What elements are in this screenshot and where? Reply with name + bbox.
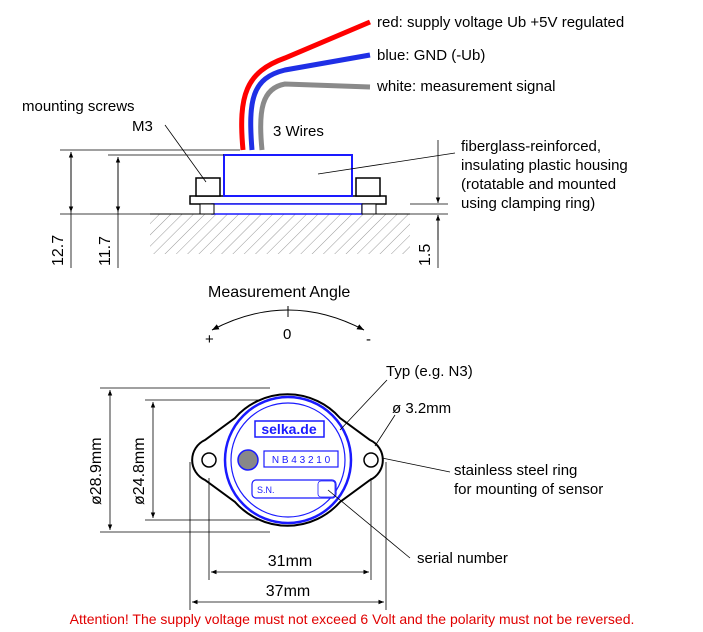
serial-box [251,479,337,499]
angle-title: Measurement Angle [208,284,350,301]
screws-label-line1: mounting screws [22,98,135,115]
housing-label-line4: using clamping ring) [461,195,595,212]
sensor-element-icon [237,449,259,471]
screws-label-line2: M3 [132,118,153,135]
dim-base-height: 1.5 [417,244,434,266]
sensor-top-view: selka.de N B 4 3 2 1 0 S.N. [191,393,384,527]
ring-label-line1: stainless steel ring [454,462,577,479]
model-text: N B 4 3 2 1 0 [272,455,331,466]
dim-body-height: 11.7 [97,236,114,266]
housing [223,154,353,197]
model-box [263,450,339,468]
left-mounting-hole [201,452,217,468]
dim-total-height: 12.7 [50,235,67,266]
wire-count-label: 3 Wires [273,123,324,140]
blue-wire [248,52,371,151]
dim-total-width: 37mm [266,583,310,600]
angle-plus: + [205,331,214,348]
type-label: Typ (e.g. N3) [386,363,473,380]
dim-hole-spacing: 31mm [268,553,312,570]
wires [239,19,371,151]
red-wire [239,19,371,151]
ring-label-line2: for mounting of sensor [454,481,603,498]
warning-text: Attention! The supply voltage must not e… [70,611,635,627]
sensor-side-view [189,154,387,215]
base-plate [189,195,387,205]
serial-number-label: serial number [417,550,508,567]
serial-box-text: S.N. [257,485,275,495]
right-screw-head [355,177,381,197]
angle-minus: - [366,331,371,348]
housing-label-line3: (rotatable and mounted [461,176,616,193]
housing-label-line2: insulating plastic housing [461,157,628,174]
white-wire [258,81,371,151]
left-screw-head [195,177,221,197]
side-dimensions [60,140,448,268]
housing-inner-ring [230,402,346,518]
ground-surface [150,213,410,254]
top-dimensions [100,387,387,610]
logo-box [254,420,325,438]
white-wire-label: white: measurement signal [376,78,555,95]
angle-zero: 0 [283,326,291,343]
red-wire-label: red: supply voltage Ub +5V regulated [377,14,624,31]
blue-wire-label: blue: GND (-Ub) [377,47,485,64]
right-mounting-hole [363,452,379,468]
hole-diameter-label: ø 3.2mm [392,400,451,417]
logo-text: selka.de [261,421,316,437]
dim-inner-diameter: ø24.8mm [131,437,148,505]
housing-label-line1: fiberglass-reinforced, [461,138,601,155]
clamping-ring [211,203,363,215]
dim-outer-diameter: ø28.9mm [88,437,105,505]
